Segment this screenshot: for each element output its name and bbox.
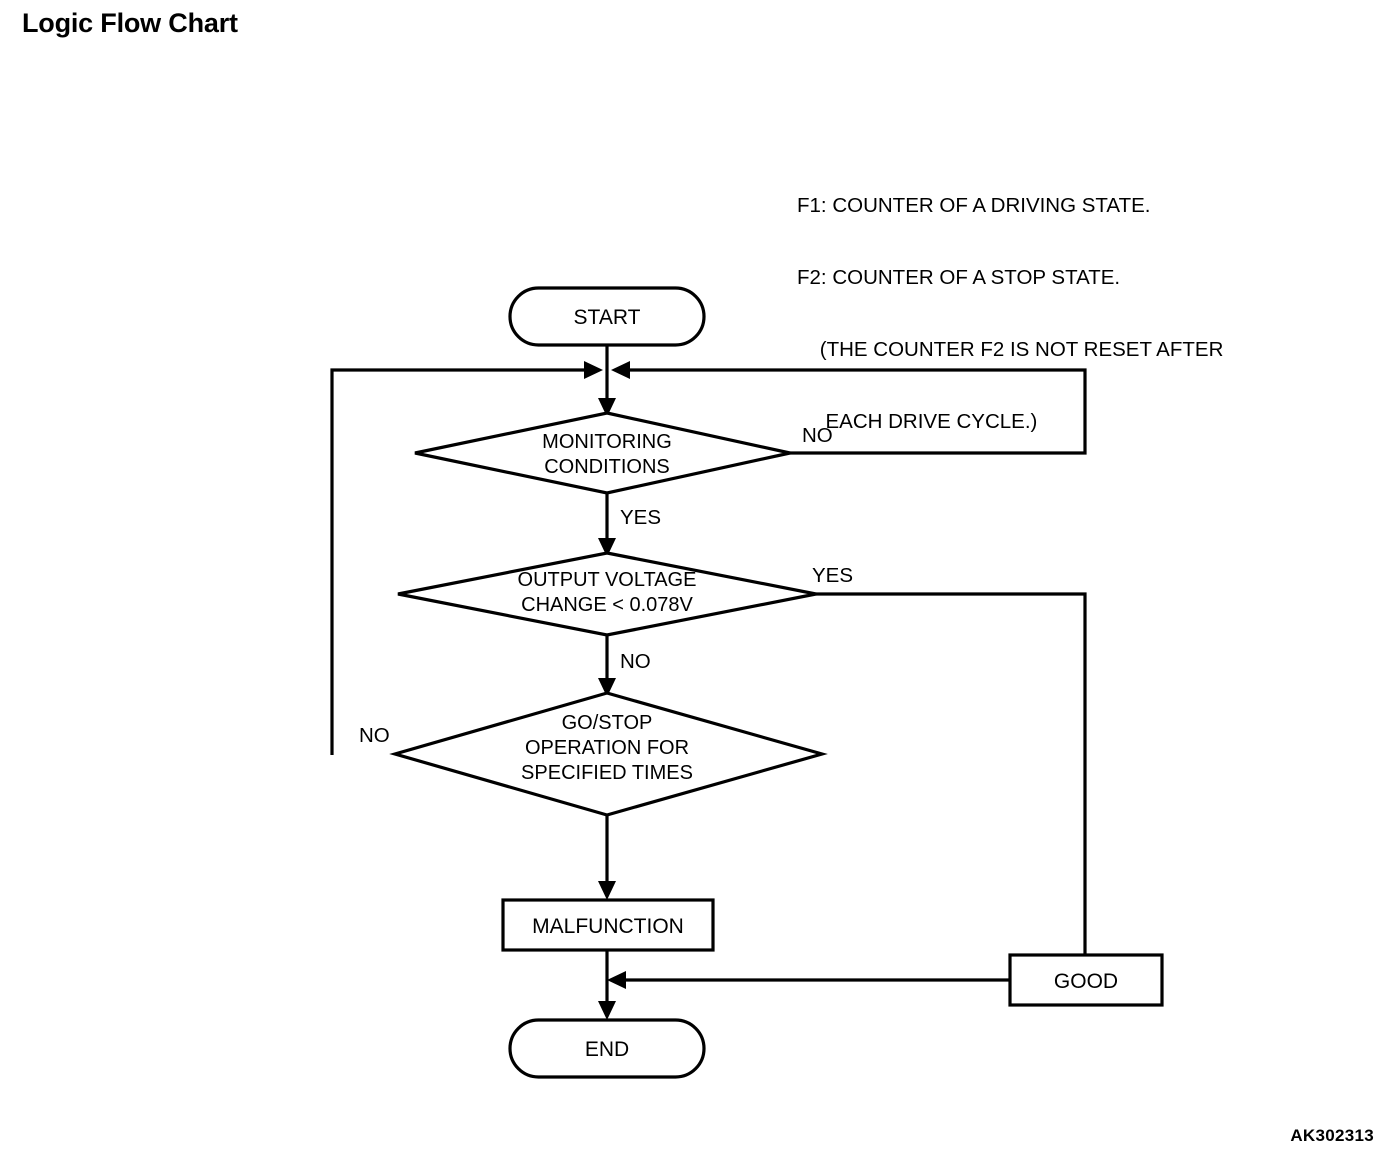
edge-label-voltage-yes: YES (812, 564, 853, 587)
figure-code: AK302313 (1290, 1126, 1374, 1145)
edge-voltage-yes-to-good (816, 592, 1087, 955)
node-voltage-line1: OUTPUT VOLTAGE (518, 569, 697, 591)
arrow-head-into-end (598, 1001, 616, 1020)
node-end[interactable] (508, 1018, 706, 1079)
page-title: Logic Flow Chart (22, 8, 238, 38)
node-monitoring-conditions[interactable] (414, 411, 791, 495)
arrow-head-into-gostop (598, 678, 616, 697)
arrow-head-right-return (611, 361, 630, 379)
node-output-voltage[interactable] (397, 551, 817, 637)
arrow-head-into-voltage (598, 538, 616, 557)
edge-monitoring-no-return (626, 368, 1087, 455)
edge-label-gostop-no: NO (359, 724, 390, 747)
node-voltage-line2: CHANGE < 0.078V (521, 594, 693, 616)
node-start[interactable] (508, 286, 706, 347)
arrow-head-into-malfunction (598, 881, 616, 900)
edge-gostop-no-return (330, 368, 588, 755)
edge-label-monitoring-yes: YES (620, 506, 661, 529)
legend-line-1: F1: COUNTER OF A DRIVING STATE. (797, 194, 1151, 217)
node-gostop-line2: OPERATION FOR (525, 737, 689, 759)
legend-line-2: F2: COUNTER OF A STOP STATE. (797, 266, 1121, 289)
legend-line-4: EACH DRIVE CYCLE.) (797, 410, 1038, 433)
legend-line-3: (THE COUNTER F2 IS NOT RESET AFTER (797, 338, 1224, 361)
node-good[interactable] (1008, 953, 1164, 1007)
node-end-label: END (585, 1038, 629, 1061)
arrow-head-good-merge (607, 971, 626, 989)
node-malfunction[interactable] (501, 898, 715, 952)
node-monitoring-line1: MONITORING (542, 431, 672, 453)
node-gostop-line1: GO/STOP (562, 712, 653, 734)
edge-label-monitoring-no: NO (802, 424, 833, 447)
arrow-head-left-return (584, 361, 603, 379)
node-gostop-line3: SPECIFIED TIMES (521, 762, 693, 784)
node-monitoring-line2: CONDITIONS (544, 456, 670, 478)
node-malfunction-label: MALFUNCTION (532, 915, 684, 938)
arrow-head-into-monitoring (598, 398, 616, 417)
edge-label-voltage-no: NO (620, 650, 651, 673)
legend-block: F1: COUNTER OF A DRIVING STATE. F2: COUN… (797, 146, 1223, 458)
node-go-stop-operation[interactable] (389, 691, 828, 817)
node-good-label: GOOD (1054, 970, 1118, 993)
node-start-label: START (574, 306, 641, 329)
